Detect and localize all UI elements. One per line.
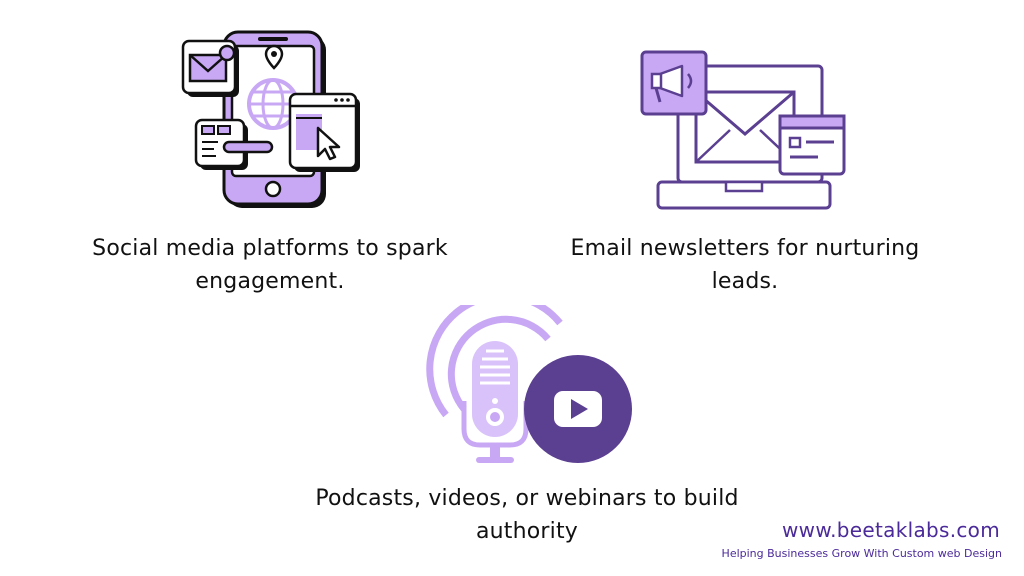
- website-url[interactable]: www.beetaklabs.com: [782, 518, 1000, 542]
- email-newsletter-caption: Email newsletters for nurturing leads.: [570, 236, 920, 294]
- podcast-caption: Podcasts, videos, or webinars to build a…: [315, 486, 739, 544]
- smartphone-social-icon: [181, 30, 360, 208]
- play-icon: [524, 355, 632, 463]
- social-media-caption: Social media platforms to spark engageme…: [92, 236, 448, 294]
- laptop-email-icon: [640, 50, 846, 210]
- tagline: Helping Businesses Grow With Custom web …: [721, 547, 1002, 560]
- microphone-icon: [426, 305, 632, 463]
